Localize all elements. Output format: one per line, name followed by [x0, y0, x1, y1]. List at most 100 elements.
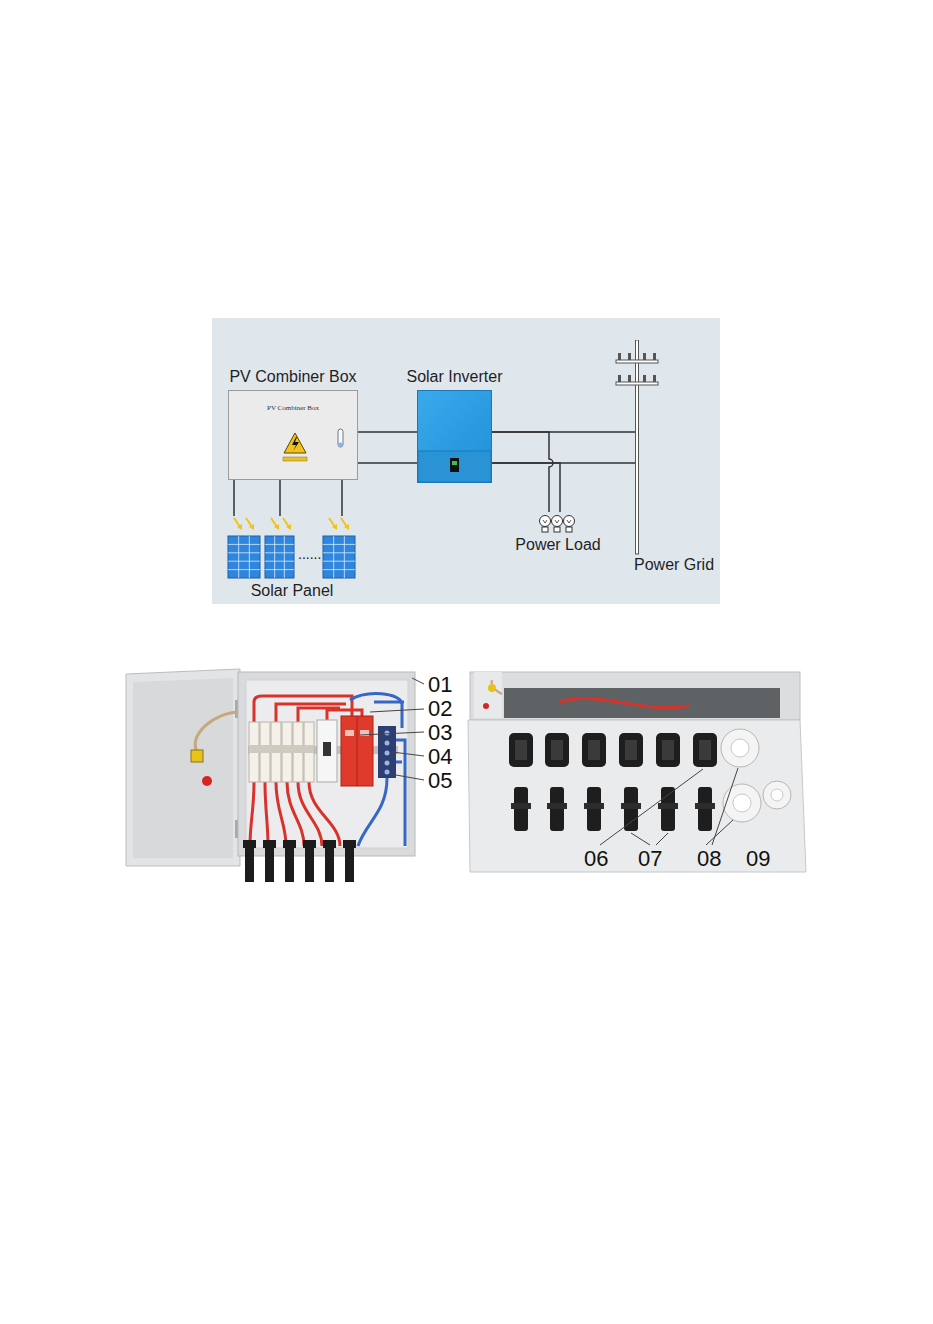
utility-pole	[618, 353, 621, 360]
utility-pole	[628, 353, 631, 360]
cable-gland	[721, 729, 759, 767]
solar-panel-array	[323, 552, 355, 553]
surge-protector	[357, 716, 358, 786]
connector-line	[234, 480, 342, 516]
light-bulbs	[554, 527, 560, 532]
leader-line	[412, 678, 424, 684]
enclosure-bottom-photo	[488, 684, 496, 692]
female-connector	[582, 733, 606, 767]
inverter-switch	[418, 391, 491, 482]
female-connector	[551, 740, 563, 760]
node-label: Power Load	[515, 536, 600, 554]
leader-line	[370, 709, 424, 712]
light-bulbs	[533, 512, 581, 534]
warning-sign	[283, 457, 307, 461]
solar-panel-array	[271, 518, 277, 527]
light-bulbs	[540, 516, 551, 527]
solar-panel-array	[323, 544, 355, 545]
terminal-block	[385, 770, 390, 775]
cable-gland	[733, 794, 751, 812]
solar-panel-array	[265, 544, 294, 545]
female-connector	[588, 740, 600, 760]
loose-connector	[285, 846, 294, 882]
open-enclosure-photo	[126, 669, 240, 866]
warning-sign	[338, 429, 343, 447]
solar-panel-array	[286, 524, 291, 530]
red-wire	[309, 782, 340, 846]
female-connector	[662, 740, 674, 760]
cable-gland	[721, 729, 791, 822]
light-bulbs	[555, 520, 559, 523]
blue-wire	[396, 740, 405, 846]
male-connector	[695, 803, 715, 809]
light-bulbs	[566, 527, 572, 532]
box-heading: Solar Inverter	[406, 368, 502, 386]
open-enclosure-photo	[195, 712, 240, 752]
loose-connector	[265, 846, 274, 882]
blue-wire	[358, 778, 387, 846]
combiner-box: PV Combiner Box	[228, 390, 358, 480]
female-connector	[619, 733, 643, 767]
inverter-switch	[452, 461, 457, 465]
solar-panel-array	[265, 536, 294, 578]
light-bulbs	[543, 520, 547, 523]
solar-panel-array	[344, 536, 345, 578]
open-enclosure-photo	[246, 680, 408, 848]
solar-panel-array	[274, 536, 275, 578]
male-connector	[658, 803, 678, 809]
cable-gland	[731, 739, 749, 757]
enclosure-bottom-photo	[468, 720, 806, 872]
utility-pole	[643, 375, 646, 382]
solar-panel-array	[228, 552, 260, 553]
callout-number: 08	[697, 847, 721, 871]
utility-pole	[612, 340, 662, 556]
enclosure-bottom-photo	[560, 699, 690, 708]
open-enclosure-photo	[133, 678, 233, 858]
diagram-panel-ground	[212, 318, 720, 604]
leader-line	[656, 833, 668, 845]
female-connector	[656, 733, 680, 767]
utility-pole	[616, 360, 658, 363]
solar-panel-array	[329, 518, 335, 527]
connector-line	[358, 432, 417, 463]
utility-pole	[636, 340, 639, 554]
solar-panel-array	[228, 544, 260, 545]
enclosure-bottom-photo	[483, 703, 489, 709]
solar-panel-array	[234, 518, 240, 527]
solar-panel-array	[224, 516, 360, 580]
enclosure-bottom-photo	[474, 672, 502, 718]
utility-pole	[653, 353, 656, 360]
solar-panel-array	[228, 569, 260, 570]
red-wire	[287, 782, 304, 846]
light-bulbs	[564, 516, 575, 527]
utility-pole	[653, 375, 656, 382]
loose-connector	[245, 846, 254, 882]
inverter-switch	[418, 451, 491, 482]
male-connector	[584, 803, 604, 809]
callout-number: 05	[428, 769, 452, 793]
callout-number: 03	[428, 721, 452, 745]
callout-number: 04	[428, 745, 452, 769]
box-inner-text: PV Combiner Box	[267, 404, 319, 412]
male-connector	[511, 787, 715, 831]
callout-number: 02	[428, 697, 452, 721]
utility-pole	[643, 353, 646, 360]
ellipsis-label: ......	[298, 546, 321, 562]
cable-gland	[763, 781, 791, 809]
circuit-breaker	[323, 742, 331, 756]
male-connector	[547, 803, 567, 809]
leader-line	[631, 833, 650, 845]
solar-panel-array	[265, 552, 294, 553]
callout-number: 06	[584, 847, 608, 871]
callout-number: 09	[746, 847, 770, 871]
loose-connector	[305, 846, 314, 882]
female-connector	[545, 733, 569, 767]
light-bulbs	[542, 527, 548, 532]
warning-sign	[284, 433, 306, 453]
solar-panel-array	[284, 536, 285, 578]
loose-connector	[325, 846, 334, 882]
cable-gland	[723, 784, 761, 822]
solar-panel-array	[333, 536, 334, 578]
solar-panel-array	[341, 518, 347, 527]
